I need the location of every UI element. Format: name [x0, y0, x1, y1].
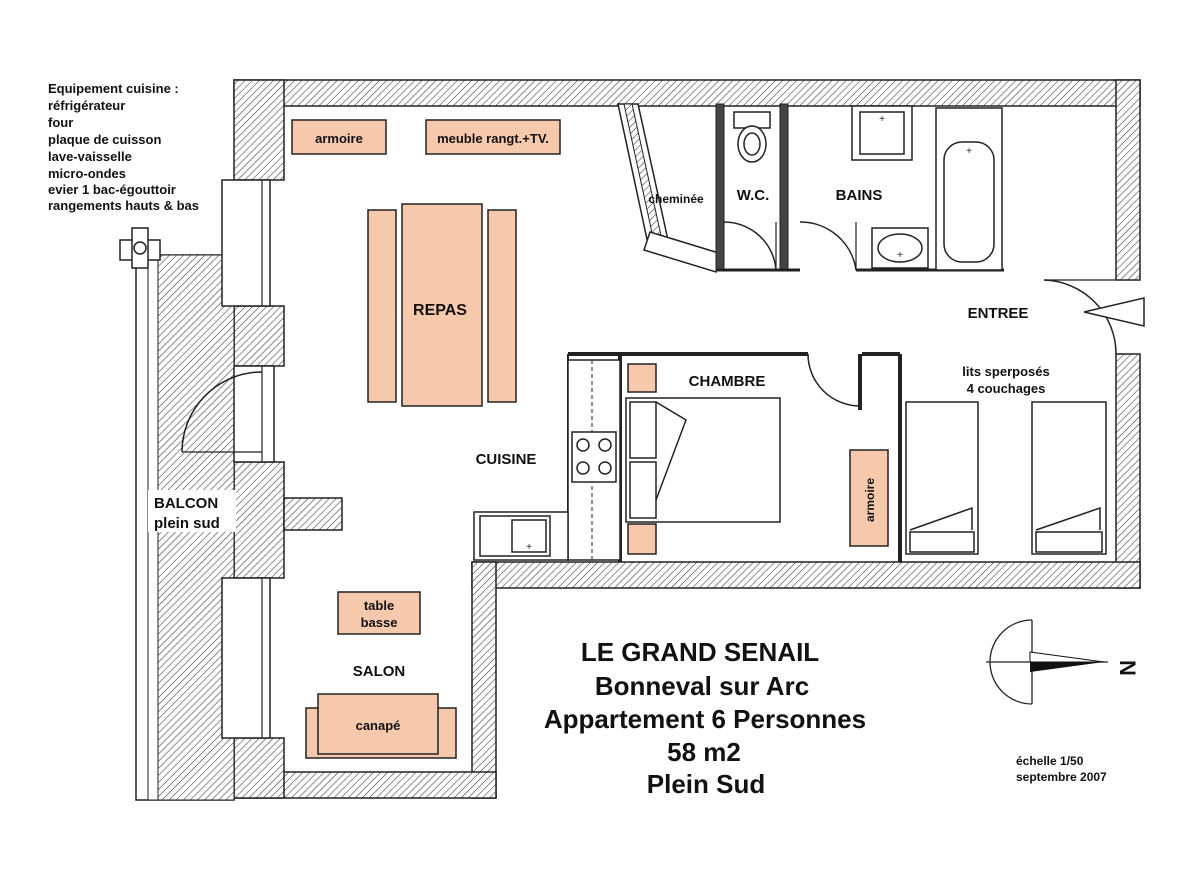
title-line-5: Plein Sud — [647, 769, 765, 799]
balcony — [119, 227, 236, 801]
sofa-seat — [317, 693, 439, 755]
bedside-table — [627, 523, 657, 555]
equipment-item: four — [48, 115, 73, 130]
scale-label: échelle 1/50 — [1016, 754, 1084, 768]
bunk-bed — [1031, 401, 1107, 555]
coffee-table-label-2: basse — [361, 615, 398, 630]
room-label-chambre: CHAMBRE — [689, 373, 766, 390]
equipment-list: Equipement cuisine : réfrigérateur four … — [48, 81, 199, 213]
tv-cabinet-label: meuble rangt.+TV. — [437, 131, 549, 146]
room-label-cuisine: CUISINE — [476, 451, 537, 468]
bunk-bed — [905, 401, 979, 555]
entry-arrow-icon — [1083, 297, 1145, 327]
room-label-balcon: BALCON — [154, 495, 218, 512]
title-block: LE GRAND SENAIL Bonneval sur Arc Apparte… — [544, 637, 866, 799]
room-label-salon: SALON — [353, 663, 406, 680]
dining-table — [401, 203, 483, 407]
equipment-item: réfrigérateur — [48, 98, 125, 113]
furniture: armoire meuble rangt.+TV. — [291, 119, 889, 759]
bedside-table — [627, 363, 657, 393]
coffee-table — [337, 591, 421, 635]
svg-text:+: + — [897, 250, 903, 261]
coffee-table-label: table — [364, 598, 394, 613]
title-line-4: 58 m2 — [667, 737, 741, 767]
title-line-3: Appartement 6 Personnes — [544, 704, 866, 734]
room-label-wc: W.C. — [737, 187, 770, 204]
partitions — [473, 103, 1117, 562]
equipment-item: evier 1 bac-égouttoir — [48, 182, 176, 197]
dining-bench-left — [367, 209, 397, 403]
svg-text:+: + — [966, 146, 972, 157]
bunk-beds-label-2: 4 couchages — [967, 381, 1046, 396]
room-label-cheminee: cheminée — [648, 192, 704, 206]
compass-north-label: N — [1115, 660, 1140, 676]
walls — [233, 79, 1141, 799]
dining-bench-right — [487, 209, 517, 403]
room-label-repas: REPAS — [413, 302, 467, 319]
tv-cabinet — [425, 119, 561, 155]
bathroom-fixtures: + + + — [733, 105, 1003, 271]
cooktop-icon — [571, 431, 617, 483]
armoire-side-label: armoire — [863, 478, 877, 522]
furniture-labels: table basse canapé armoire lits sperposé… — [356, 364, 1050, 733]
scale-note: échelle 1/50 septembre 2007 — [1016, 754, 1107, 784]
beds — [625, 397, 1107, 555]
date-label: septembre 2007 — [1016, 770, 1107, 784]
windows — [181, 179, 275, 739]
armoire-side — [849, 449, 889, 547]
title-line-1: LE GRAND SENAIL — [581, 637, 819, 667]
equipment-item: plaque de cuisson — [48, 132, 161, 147]
compass-icon: N — [986, 619, 1140, 705]
equipment-item: micro-ondes — [48, 166, 126, 181]
equipment-heading: Equipement cuisine : — [48, 81, 179, 96]
equipment-item: rangements hauts & bas — [48, 198, 199, 213]
room-labels: REPAS CUISINE SALON BALCON plein sud W.C… — [154, 187, 1028, 680]
title-line-2: Bonneval sur Arc — [595, 671, 809, 701]
room-label-bains: BAINS — [836, 187, 883, 204]
equipment-item: lave-vaisselle — [48, 149, 132, 164]
kitchen-fixtures: + — [479, 431, 617, 557]
room-label-entree: ENTREE — [968, 305, 1029, 322]
svg-text:+: + — [526, 542, 532, 553]
armoire-top — [291, 119, 387, 155]
room-label-balcon-sub: plein sud — [154, 515, 220, 532]
svg-text:+: + — [879, 114, 885, 125]
armoire-top-label: armoire — [315, 131, 363, 146]
sofa-label: canapé — [356, 718, 401, 733]
bunk-beds-label: lits sperposés — [962, 364, 1049, 379]
